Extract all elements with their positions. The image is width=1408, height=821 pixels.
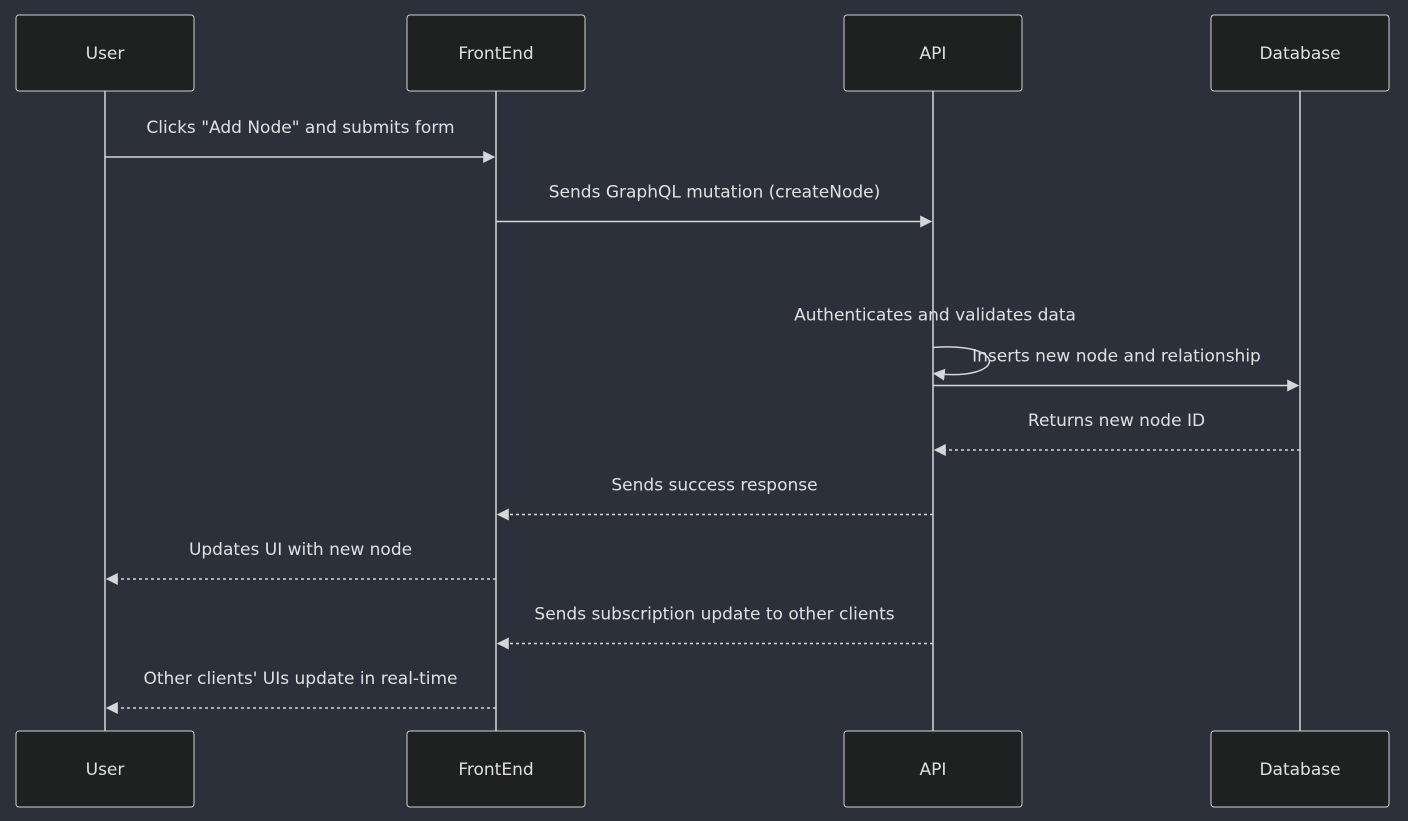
actors-bottom: User FrontEnd API Database: [15, 730, 1390, 808]
message-label: Inserts new node and relationship: [972, 347, 1261, 367]
message-label: Sends subscription update to other clien…: [534, 605, 894, 625]
message-7: Updates UI with new node: [105, 540, 496, 585]
actor-label: FrontEnd: [458, 44, 533, 64]
message-4: Inserts new node and relationship: [933, 347, 1300, 392]
message-2: Sends GraphQL mutation (createNode): [496, 183, 933, 228]
lifelines: [104, 91, 1301, 731]
message-3: Authenticates and validates data: [794, 306, 1076, 381]
actor-frontend-top: FrontEnd: [406, 14, 586, 92]
actor-user-bottom: User: [15, 730, 195, 808]
actor-box: [843, 730, 1023, 808]
message-5: Returns new node ID: [933, 411, 1300, 456]
message-label: Authenticates and validates data: [794, 306, 1076, 326]
message-label: Returns new node ID: [1028, 411, 1205, 431]
message-8: Sends subscription update to other clien…: [496, 605, 933, 650]
actor-box: [406, 730, 586, 808]
actor-label: API: [920, 44, 947, 64]
messages: Clicks "Add Node" and submits formSends …: [105, 118, 1300, 714]
message-label: Sends success response: [611, 476, 817, 496]
actor-label: API: [920, 760, 947, 780]
message-label: Updates UI with new node: [189, 540, 412, 560]
actor-user-top: User: [15, 14, 195, 92]
actor-database-top: Database: [1210, 14, 1390, 92]
message-1: Clicks "Add Node" and submits form: [105, 118, 496, 163]
self-message-loop: [932, 346, 991, 381]
actor-frontend-bottom: FrontEnd: [406, 730, 586, 808]
actors-top: User FrontEnd API Database: [15, 14, 1390, 92]
actor-label: User: [86, 44, 125, 64]
actor-api-top: API: [843, 14, 1023, 92]
actor-api-bottom: API: [843, 730, 1023, 808]
actor-box: [1210, 730, 1390, 808]
message-label: Clicks "Add Node" and submits form: [146, 118, 454, 138]
message-6: Sends success response: [496, 476, 933, 521]
actor-box: [1210, 14, 1390, 92]
actor-box: [843, 14, 1023, 92]
actor-box: [15, 730, 195, 808]
actor-label: Database: [1259, 760, 1340, 780]
actor-box: [15, 14, 195, 92]
actor-label: Database: [1259, 44, 1340, 64]
actor-label: FrontEnd: [458, 760, 533, 780]
actor-box: [406, 14, 586, 92]
message-label: Sends GraphQL mutation (createNode): [549, 183, 880, 203]
message-label: Other clients' UIs update in real-time: [144, 669, 458, 689]
message-9: Other clients' UIs update in real-time: [105, 669, 496, 714]
actor-label: User: [86, 760, 125, 780]
actor-database-bottom: Database: [1210, 730, 1390, 808]
